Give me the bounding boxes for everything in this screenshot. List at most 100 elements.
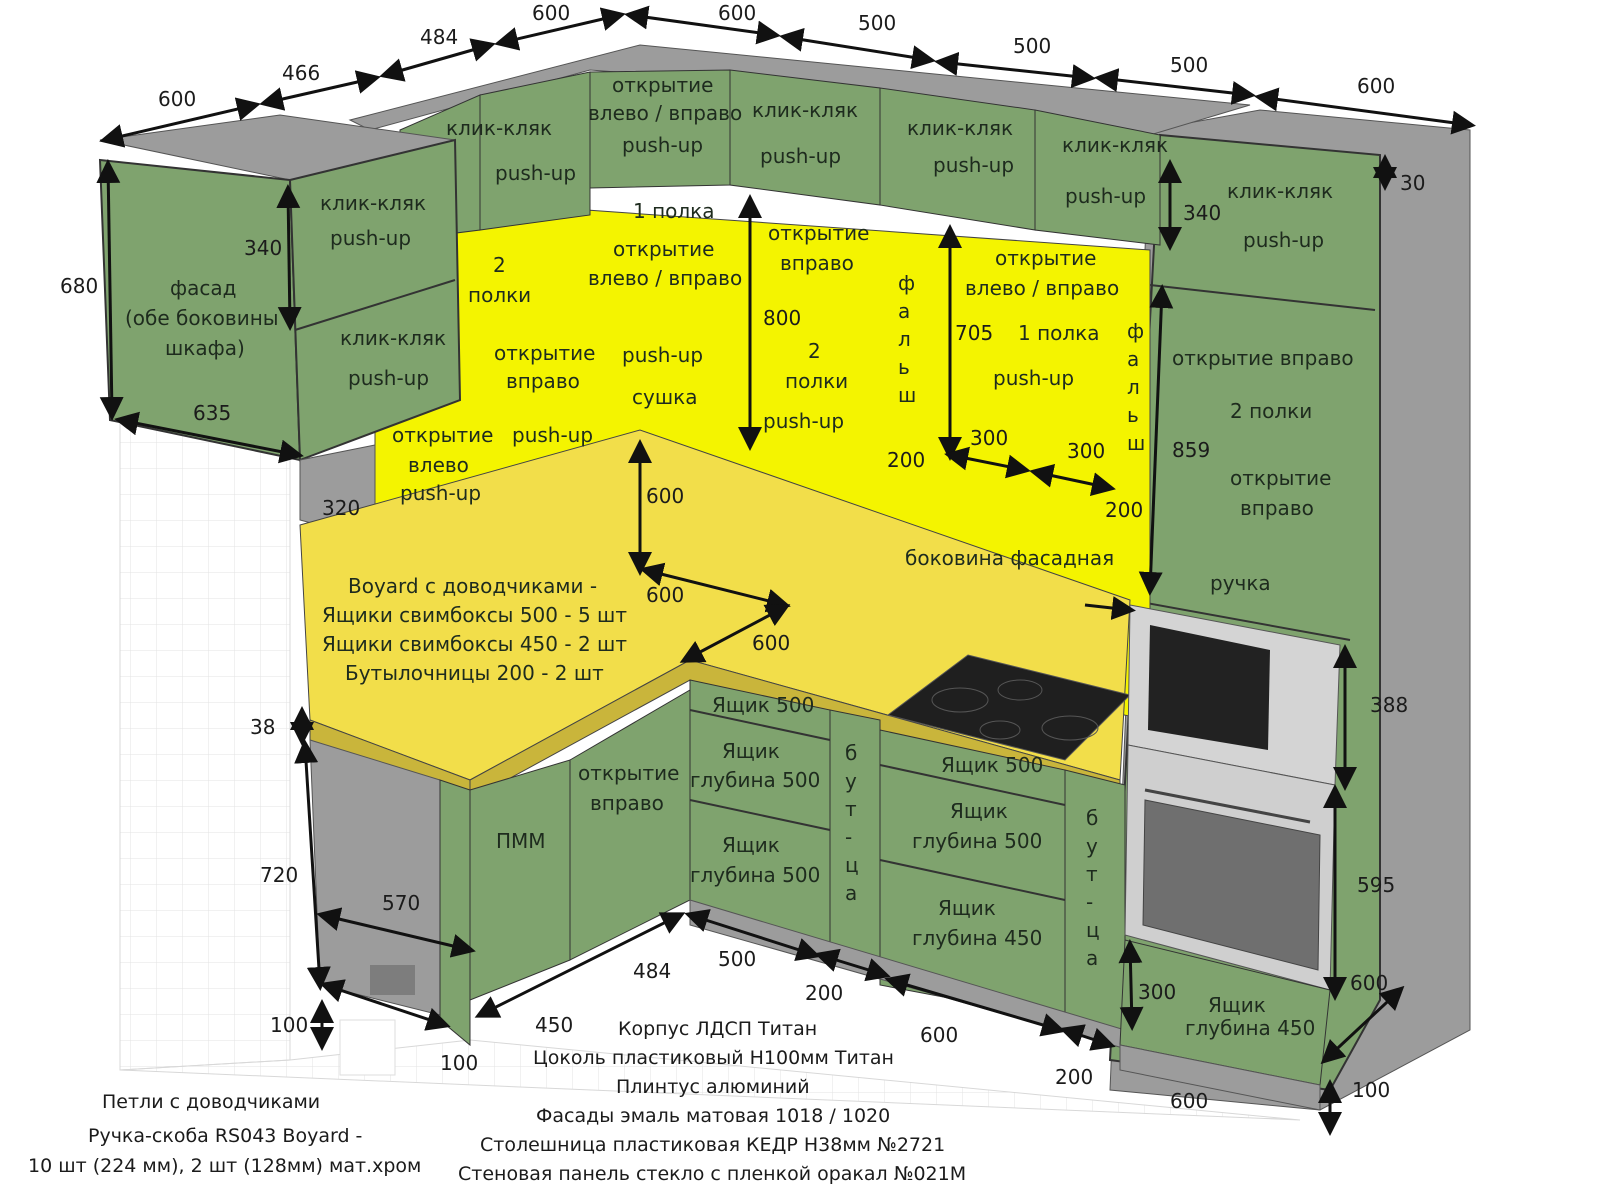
boyard-block: Boyard с доводчиками - Ящики свимбоксы 5… <box>322 574 627 685</box>
lbl-open-top: открытие <box>612 73 713 97</box>
lbl-pushup-2: push-up <box>760 144 841 168</box>
dim-200-a: 200 <box>887 448 925 472</box>
dim-100-left-b: 100 <box>440 1051 478 1075</box>
dim-720: 720 <box>260 863 298 887</box>
lbl-depth500-2: глубина 500 <box>690 863 820 887</box>
lbl-pushup-top: push-up <box>622 133 703 157</box>
lbl-box-2: Ящик <box>722 833 780 857</box>
notes-left: Петли с доводчиками Ручка-скоба RS043 Bo… <box>28 1091 421 1177</box>
dim-top-7: 500 <box>1013 34 1051 58</box>
lbl-pushup-1: push-up <box>495 161 576 185</box>
lbl-open-top-2: влево / вправо <box>588 101 742 125</box>
dim-340-right: 340 <box>1183 201 1221 225</box>
dim-600-floor-a: 600 <box>920 1023 958 1047</box>
note-left-2: Ручка-скоба RS043 Boyard - <box>88 1125 362 1147</box>
lbl-click-4: клик-кляк <box>1062 133 1168 157</box>
lbl-open-mid-1: открытие <box>613 237 714 261</box>
dim-859: 859 <box>1172 438 1210 462</box>
lbl-pushup-6: push-up <box>330 226 411 250</box>
lbl-click-2: клик-кляк <box>752 98 858 122</box>
dim-100-right: 100 <box>1352 1078 1390 1102</box>
note-center-5: Столешница пластиковая КЕДР Н38мм №2721 <box>480 1134 945 1156</box>
dim-top-3: 484 <box>420 25 458 49</box>
dim-top-2: 466 <box>282 61 320 85</box>
lbl-two-1: 2 <box>493 253 506 277</box>
boyard-line-1: Boyard с доводчиками - <box>348 574 597 598</box>
dim-388: 388 <box>1370 693 1408 717</box>
dim-600-right: 600 <box>1350 971 1388 995</box>
lbl-pushup-3: push-up <box>933 153 1014 177</box>
dim-top-8: 500 <box>1170 53 1208 77</box>
dim-top-4: 600 <box>532 1 570 25</box>
dim-705: 705 <box>955 321 993 345</box>
dim-570: 570 <box>382 891 420 915</box>
dim-484: 484 <box>633 959 671 983</box>
lbl-pushup-10: push-up <box>400 481 481 505</box>
lbl-open-right-3a: открытие <box>1230 466 1331 490</box>
lbl-shelves-2: полки <box>785 369 848 393</box>
dim-top-5: 600 <box>718 1 756 25</box>
cabinet-labels: клик-кляк push-up открытие влево / вправ… <box>125 73 1354 1040</box>
lbl-depth450-2: глубина 450 <box>1185 1016 1315 1040</box>
dim-600-a: 600 <box>646 484 684 508</box>
dim-300-b: 300 <box>1067 439 1105 463</box>
note-left-1: Петли с доводчиками <box>102 1091 320 1113</box>
lbl-depth500-3: глубина 500 <box>912 829 1042 853</box>
dimension-lines <box>96 5 1476 1136</box>
lbl-open-right-1b: вправо <box>506 369 580 393</box>
dim-595: 595 <box>1357 873 1395 897</box>
note-center-6: Стеновая панель стекло с пленкой оракал … <box>458 1163 966 1185</box>
dim-450: 450 <box>535 1013 573 1037</box>
lbl-box500-2: Ящик 500 <box>941 753 1043 777</box>
dim-600-c: 600 <box>752 631 790 655</box>
boyard-line-2: Ящики свимбоксы 500 - 5 шт <box>322 603 627 627</box>
top-dimension-labels: 600 466 484 600 600 500 500 500 600 <box>158 1 1395 111</box>
note-center-3: Плинтус алюминий <box>616 1076 810 1098</box>
dim-30: 30 <box>1400 171 1425 195</box>
lbl-box-5: Ящик <box>1208 993 1266 1017</box>
lbl-pushup-5: push-up <box>1243 228 1324 252</box>
note-center-1: Корпус ЛДСП Титан <box>618 1018 817 1040</box>
dim-200-floor-b: 200 <box>1055 1065 1093 1089</box>
lbl-click-3: клик-кляк <box>907 116 1013 140</box>
lbl-click-6: клик-кляк <box>320 191 426 215</box>
lbl-box-1: Ящик <box>722 739 780 763</box>
dim-300-c: 300 <box>1138 980 1176 1004</box>
lbl-pmm: ПММ <box>496 829 546 853</box>
dim-600-floor-b: 600 <box>1170 1089 1208 1113</box>
dim-680: 680 <box>60 274 98 298</box>
lbl-side-facade: боковина фасадная <box>905 546 1114 570</box>
dim-320: 320 <box>322 496 360 520</box>
dim-800: 800 <box>763 306 801 330</box>
lbl-open-left-a: открытие <box>392 423 493 447</box>
dim-200-floor-a: 200 <box>805 981 843 1005</box>
appliances <box>1124 604 1341 991</box>
dim-top-6: 500 <box>858 11 896 35</box>
floor-dimension-labels: 484 500 200 600 200 600 <box>633 947 1208 1113</box>
lbl-shelves-1: полки <box>468 283 531 307</box>
lbl-depth500-1: глубина 500 <box>690 768 820 792</box>
lbl-fasad-2: (обе боковины <box>125 306 279 330</box>
note-center-2: Цоколь пластиковый Н100мм Титан <box>533 1047 894 1069</box>
boyard-line-4: Бутылочницы 200 - 2 шт <box>345 661 604 685</box>
middle-dimension-labels: 600 600 600 800 705 300 300 200 200 340 … <box>646 201 1221 1004</box>
lbl-click-1: клик-кляк <box>446 116 552 140</box>
lbl-open-right-2a: открытие <box>768 221 869 245</box>
lbl-open-mid-2: влево / вправо <box>588 266 742 290</box>
lbl-pushup-8: push-up <box>512 423 593 447</box>
lbl-click-7: клик-кляк <box>340 326 446 350</box>
lbl-box-4: Ящик <box>938 896 996 920</box>
left-wall-cabinet <box>98 114 462 541</box>
dim-200-b: 200 <box>1105 498 1143 522</box>
lbl-handle: ручка <box>1210 571 1271 595</box>
lbl-pushup-9: push-up <box>622 343 703 367</box>
lbl-box-3: Ящик <box>950 799 1008 823</box>
dim-635: 635 <box>193 401 231 425</box>
dim-600-b: 600 <box>646 583 684 607</box>
lbl-open-lr-3b: влево / вправо <box>965 276 1119 300</box>
